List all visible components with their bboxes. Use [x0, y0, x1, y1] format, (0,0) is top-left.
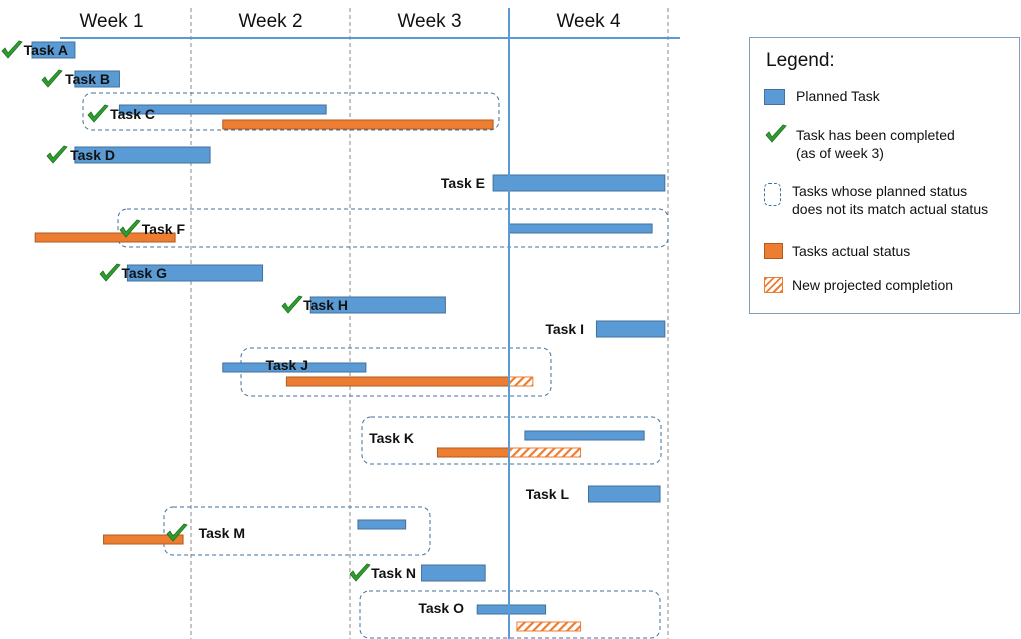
check-icon: [119, 219, 141, 238]
check-icon: [166, 523, 188, 542]
planned-bar: [492, 174, 666, 192]
task-label: Task G: [121, 265, 167, 281]
check-icon: [281, 295, 303, 314]
planned-bar: [357, 519, 407, 530]
legend-title: Legend:: [766, 50, 835, 71]
actual-bar: [222, 119, 494, 130]
actual-swatch: [764, 243, 783, 259]
legend-text-mismatch: Tasks whose planned status does not its …: [792, 183, 989, 217]
task-labels: Task A Task B Task C Task D Task E Task F Task…: [1, 40, 584, 616]
check-icon: [349, 563, 371, 582]
task-label: Task I: [545, 321, 584, 337]
planned-bar: [126, 264, 264, 282]
actual-bar: [34, 232, 176, 243]
check-icon: [765, 124, 787, 143]
planned-swatch: [764, 89, 785, 105]
week-grid: Week 1 Week 2 Week 3 Week 4: [60, 8, 680, 639]
check-icon: [41, 69, 63, 88]
planned-bar: [74, 146, 211, 164]
legend-item-planned: Planned Task: [764, 85, 1014, 109]
check-icon: [99, 263, 121, 282]
legend-text-planned: Planned Task: [796, 88, 880, 104]
projected-swatch: [764, 277, 783, 293]
legend-text-projected: New projected completion: [792, 277, 954, 293]
planned-bar: [476, 604, 547, 615]
planned-bar: [309, 296, 446, 314]
projected-bar: [508, 376, 534, 387]
mismatch-box: [163, 506, 431, 556]
legend-item-projected: New projected completion: [764, 273, 1014, 297]
dashed-box-swatch: [764, 183, 781, 206]
actual-bar: [436, 447, 510, 458]
task-label: Task J: [265, 357, 308, 373]
task-label: Task N: [371, 565, 416, 581]
planned-bar: [31, 41, 76, 59]
legend-text-completed: Task has been completed (as of week 3): [796, 127, 955, 161]
task-label: Task K: [369, 430, 414, 446]
planned-bar: [222, 362, 367, 373]
week-label: Week 1: [79, 11, 143, 32]
task-label: Task E: [441, 175, 485, 191]
planned-bar: [74, 70, 120, 88]
planned-bar: [118, 104, 327, 115]
week-label: Week 3: [397, 11, 461, 32]
legend-item-actual: Tasks actual status: [764, 239, 1014, 263]
mismatch-box: [117, 208, 669, 248]
projected-bar: [508, 447, 582, 458]
planned-bar: [508, 223, 653, 234]
task-label: Task A: [24, 42, 68, 58]
projected-bar: [516, 621, 582, 632]
legend-item-mismatch: Tasks whose planned status does not its …: [764, 179, 1014, 219]
task-label: Task H: [303, 297, 348, 313]
actual-bar: [103, 534, 184, 545]
task-label: Task L: [526, 486, 570, 502]
check-icon: [87, 104, 109, 123]
check-icon: [46, 145, 68, 164]
planned-bar: [595, 320, 666, 338]
mismatch-box: [82, 92, 500, 131]
actual-bar: [285, 376, 510, 387]
week-label: Week 4: [556, 11, 621, 32]
planned-bar: [524, 430, 645, 441]
mismatch-boxes: [82, 92, 669, 639]
legend-text-actual: Tasks actual status: [792, 243, 911, 259]
legend-item-completed: Task has been completed (as of week 3): [764, 123, 1014, 163]
task-label: Task M: [199, 525, 245, 541]
planned-bar: [421, 564, 486, 582]
week-label: Week 2: [238, 11, 302, 32]
task-label: Task D: [70, 147, 115, 163]
check-icon: [1, 40, 23, 59]
task-bars: [31, 41, 666, 632]
task-label: Task B: [65, 71, 110, 87]
planned-bar: [588, 485, 661, 503]
task-label: Task C: [110, 106, 155, 122]
mismatch-box: [361, 416, 662, 465]
legend-panel: Legend: Planned Task Task has been compl…: [749, 37, 1020, 314]
task-label: Task F: [142, 221, 186, 237]
task-label: Task O: [418, 600, 464, 616]
